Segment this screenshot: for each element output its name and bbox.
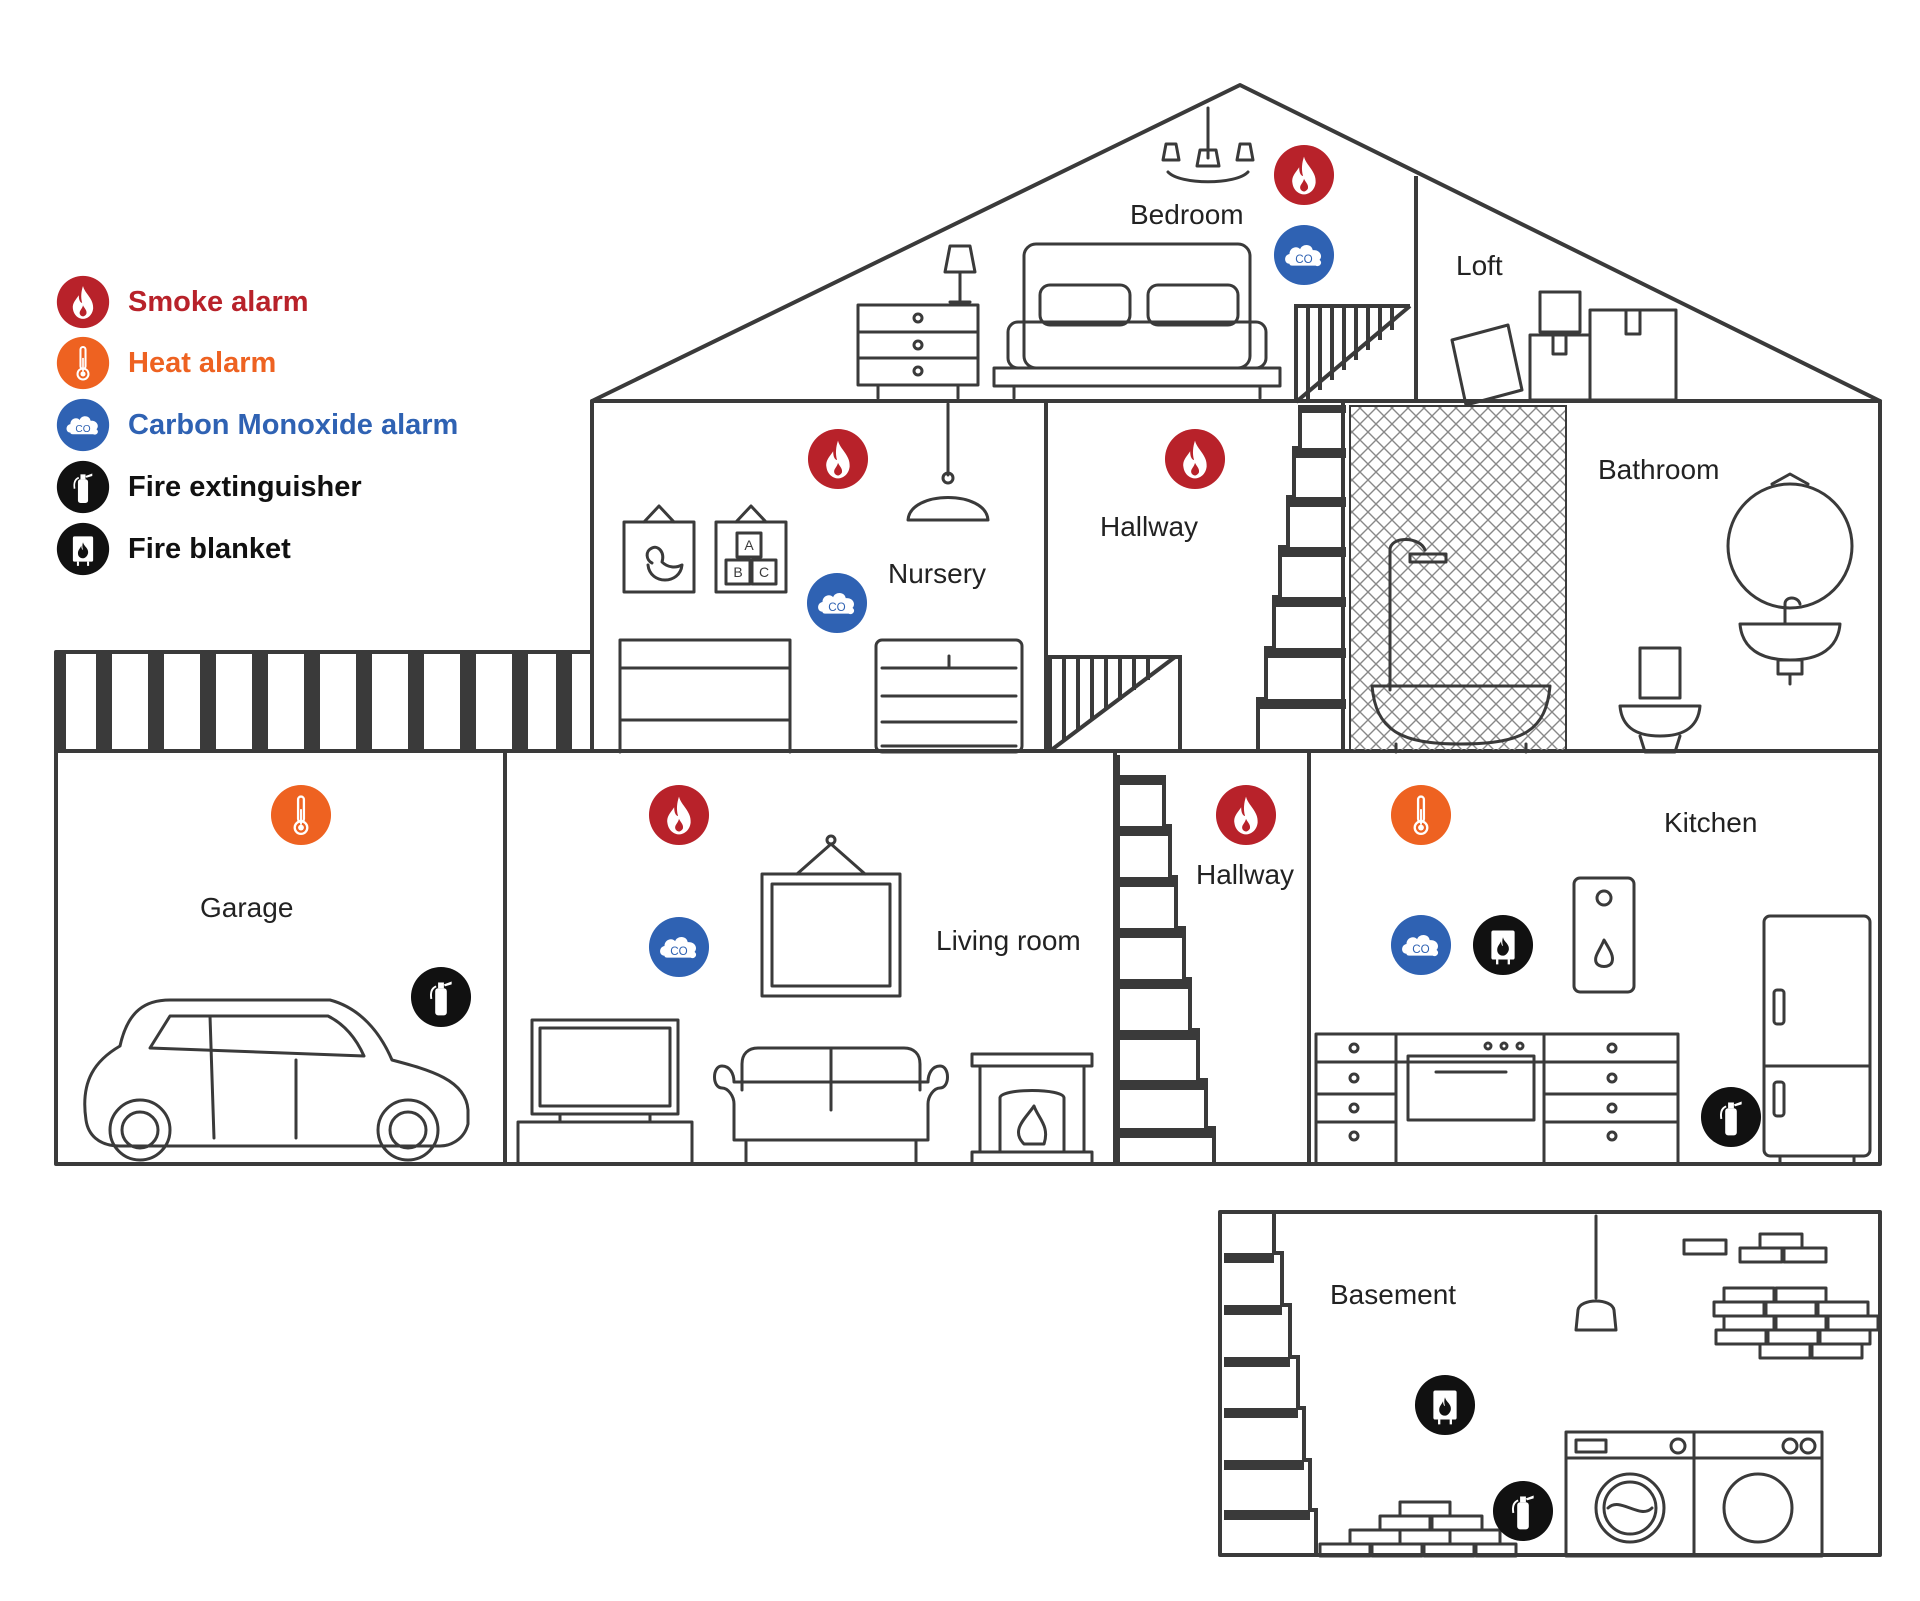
crib — [618, 638, 792, 754]
wall-picture — [760, 834, 902, 998]
room-label-bathroom: Bathroom — [1598, 454, 1719, 485]
basement-outline — [1218, 1210, 1882, 1557]
chandelier — [1161, 106, 1255, 184]
room-label-hallway-lower: Hallway — [1196, 859, 1294, 890]
nursery-co-alarm-icon — [806, 572, 868, 634]
legend-co-label: Carbon Monoxide alarm — [128, 408, 459, 441]
kitchen-heat-alarm-icon — [1390, 784, 1452, 846]
washing-machines — [1564, 1430, 1824, 1558]
basement-stairs — [1224, 1253, 1310, 1520]
block-c: C — [759, 564, 769, 580]
garage-fire-extinguisher-icon — [410, 966, 472, 1028]
legend-fire-extinguisher: Fire extinguisher — [56, 459, 362, 515]
hallway-lower-smoke-alarm-icon — [1215, 784, 1277, 846]
kitchen-fire-extinguisher-icon — [1700, 1086, 1762, 1148]
basement-fire-extinguisher-icon — [1492, 1480, 1554, 1542]
room-label-nursery: Nursery — [888, 558, 986, 589]
room-label-garage: Garage — [200, 892, 293, 923]
nursery-dresser — [874, 638, 1024, 754]
bathroom-mirror-sink — [1726, 472, 1854, 686]
basement-pendant-lamp — [1574, 1214, 1618, 1332]
room-label-living-room: Living room — [936, 925, 1081, 956]
room-label-basement: Basement — [1330, 1279, 1456, 1310]
room-label-bedroom: Bedroom — [1130, 199, 1244, 230]
legend-extinguisher-label: Fire extinguisher — [128, 470, 362, 503]
legend-smoke-alarm: Smoke alarm — [56, 274, 309, 330]
room-label-hallway-upper: Hallway — [1100, 511, 1198, 542]
sofa — [713, 1046, 949, 1166]
block-a: A — [744, 537, 754, 553]
fireplace — [970, 1052, 1094, 1166]
legend-heat-label: Heat alarm — [128, 346, 277, 379]
attic-stair-railing — [1294, 304, 1412, 404]
hallway-upper-railing — [1048, 655, 1182, 753]
legend-fire-blanket: Fire blanket — [56, 521, 291, 577]
bed — [992, 242, 1282, 400]
legend-smoke-label: Smoke alarm — [128, 285, 309, 318]
railing-bars — [56, 652, 572, 751]
basement-fire-blanket-icon — [1414, 1374, 1476, 1436]
block-b: B — [733, 564, 742, 580]
bedside-table — [856, 244, 980, 400]
kitchen-fire-blanket-icon — [1472, 914, 1534, 976]
nursery-smoke-alarm-icon — [807, 428, 869, 490]
hallway-upper-smoke-alarm-icon — [1164, 428, 1226, 490]
first-floor-stairs — [1258, 405, 1346, 709]
car — [83, 998, 470, 1162]
ground-floor-stairs — [1118, 775, 1214, 1138]
room-label-kitchen: Kitchen — [1664, 807, 1757, 838]
room-label-loft: Loft — [1456, 250, 1503, 281]
bathroom-tiles — [1349, 405, 1567, 752]
nursery-pendant-lamp — [906, 402, 990, 522]
basement-bricks — [1318, 1232, 1880, 1558]
boiler — [1572, 876, 1636, 994]
legend-blanket-label: Fire blanket — [128, 532, 291, 565]
fridge — [1762, 914, 1872, 1166]
living-room-smoke-alarm-icon — [648, 784, 710, 846]
duck-picture — [622, 504, 696, 594]
living-room-co-alarm-icon — [648, 916, 710, 978]
kitchen-co-alarm-icon — [1390, 914, 1452, 976]
bedroom-co-alarm-icon — [1273, 224, 1335, 286]
loft-boxes — [1450, 290, 1678, 407]
toilet — [1618, 646, 1702, 754]
legend-co-alarm: Carbon Monoxide alarm — [56, 397, 458, 453]
abc-picture — [714, 504, 788, 594]
bedroom-smoke-alarm-icon — [1273, 144, 1335, 206]
garage-roof-railing — [54, 650, 594, 753]
kitchen-counter — [1314, 1032, 1680, 1166]
garage-heat-alarm-icon — [270, 784, 332, 846]
shower — [1370, 538, 1552, 754]
television — [516, 1018, 694, 1166]
legend-heat-alarm: Heat alarm — [56, 335, 276, 391]
